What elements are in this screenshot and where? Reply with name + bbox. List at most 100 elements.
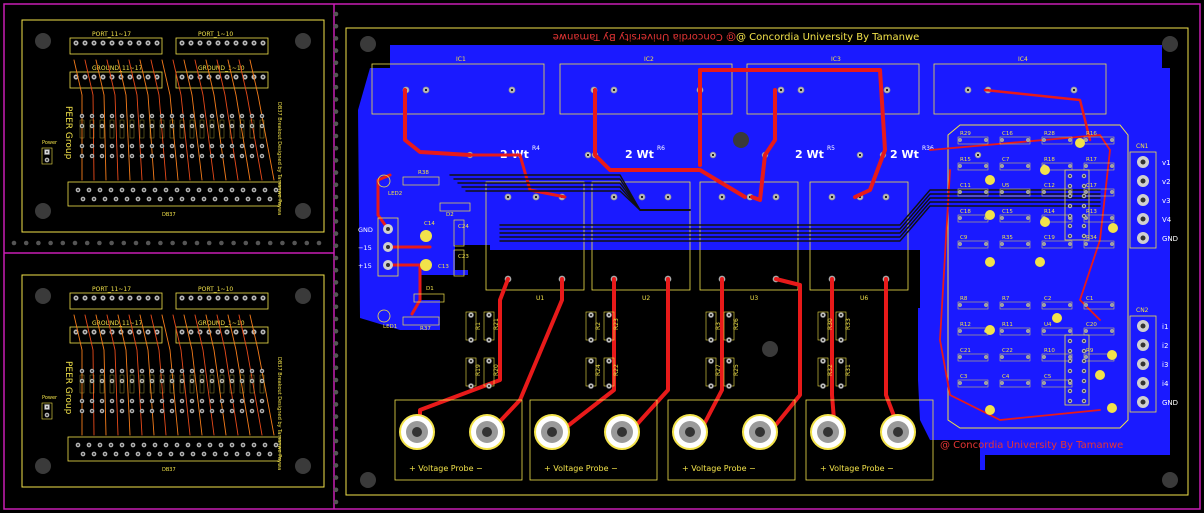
terminal-label: PORT_11~17 — [92, 31, 131, 38]
terminal-pad — [251, 40, 257, 46]
breakaway-hole — [170, 240, 175, 246]
db37-pad — [141, 442, 147, 448]
terminal-pad — [224, 329, 230, 335]
component-pad — [1068, 164, 1072, 168]
header-pad — [219, 398, 225, 404]
probe-outline — [394, 399, 523, 481]
db37-pad — [196, 187, 202, 193]
trace-top — [698, 277, 724, 434]
mounting-hole — [762, 341, 778, 357]
terminal-label: GROUND_11~17 — [92, 65, 143, 72]
header-pad — [119, 143, 125, 149]
terminal-pad — [233, 74, 239, 80]
power-pad — [44, 157, 50, 163]
trace-top — [929, 134, 1111, 321]
db37-pad — [157, 196, 163, 202]
db37-label: DB37 — [162, 467, 176, 473]
connector-pin-label: v1 — [1162, 159, 1171, 167]
keepout-u-row — [468, 250, 920, 308]
terminal-pad — [100, 295, 106, 301]
header-pad — [139, 378, 145, 384]
breakout-traces — [73, 59, 275, 181]
component-label: C2 — [1044, 296, 1051, 302]
trace-bottom — [499, 197, 1101, 234]
trace-top — [939, 169, 1101, 421]
pin-number-box — [219, 119, 225, 139]
header-pad — [89, 368, 95, 374]
header-pad — [209, 143, 215, 149]
breakaway-hole — [333, 97, 339, 102]
terminal-block-outline — [69, 292, 163, 310]
opamp-pad — [1081, 378, 1087, 384]
db37-pad — [91, 451, 97, 457]
terminal-pad — [136, 329, 142, 335]
header-pad — [109, 398, 115, 404]
bottom-copper-pour — [358, 45, 1170, 470]
terminal-pad — [154, 40, 160, 46]
trace-top — [403, 88, 472, 157]
breakout-trace — [194, 59, 215, 181]
component-pad — [1000, 190, 1004, 194]
breakaway-hole — [267, 240, 273, 246]
header-pad — [219, 368, 225, 374]
breakaway-hole — [333, 377, 339, 383]
breakaway-hole — [292, 240, 297, 246]
header-pad — [209, 378, 215, 384]
opamp-pad — [1067, 368, 1073, 374]
board-outline — [21, 19, 325, 233]
header-pad — [239, 378, 245, 384]
component-label: R12 — [960, 322, 971, 328]
pin-number-box — [179, 119, 185, 139]
db37-pad — [124, 196, 130, 202]
breakaway-hole — [333, 145, 339, 151]
component-pad — [1026, 303, 1030, 307]
component-pad — [1110, 216, 1114, 220]
connector-hole — [1140, 235, 1146, 241]
component-pad — [1042, 355, 1046, 359]
component-pad — [1026, 190, 1030, 194]
component-label: R16 — [1086, 131, 1097, 137]
db37-pad — [141, 187, 147, 193]
header-pad — [249, 143, 255, 149]
db37-pad — [245, 451, 251, 457]
capacitor — [1108, 223, 1118, 233]
header-pad — [219, 153, 225, 159]
trace-top — [768, 277, 802, 434]
header-pad — [259, 378, 265, 384]
breakout-trace — [238, 314, 263, 436]
resistor-label: R21 — [493, 318, 500, 330]
terminal-pad — [242, 74, 248, 80]
db37-pad — [223, 196, 229, 202]
breakaway-hole — [333, 487, 339, 493]
component-pad — [984, 190, 988, 194]
db37-pad — [174, 442, 180, 448]
header-pad — [99, 378, 105, 384]
terminal-block-outline — [175, 37, 269, 55]
component-pad — [1026, 381, 1030, 385]
db37-pad — [124, 451, 130, 457]
terminal-pad — [179, 74, 185, 80]
trace-top — [750, 88, 777, 202]
header-pad — [219, 123, 225, 129]
breakaway-hole — [182, 240, 188, 246]
breakaway-hole — [194, 240, 200, 246]
ic-label: IC1 — [456, 56, 466, 63]
mounting-hole — [1162, 36, 1178, 52]
breakout-trace — [117, 314, 131, 436]
terminal-pad — [179, 40, 185, 46]
capacitor — [1052, 313, 1062, 323]
terminal-label: GROUND_11~17 — [92, 320, 143, 327]
pin-number-box — [99, 119, 105, 139]
header-pad — [119, 123, 125, 129]
component-label: C3 — [960, 374, 968, 380]
component-pad — [1000, 138, 1004, 142]
ic-outline — [371, 63, 545, 115]
header-pad — [259, 368, 265, 374]
connector-label: CN2 — [1136, 307, 1149, 314]
header-pad — [119, 378, 125, 384]
terminal-pad — [224, 40, 230, 46]
component-label: LED2 — [388, 191, 402, 197]
db37-pad — [163, 187, 169, 193]
power-label: Power — [42, 395, 58, 401]
